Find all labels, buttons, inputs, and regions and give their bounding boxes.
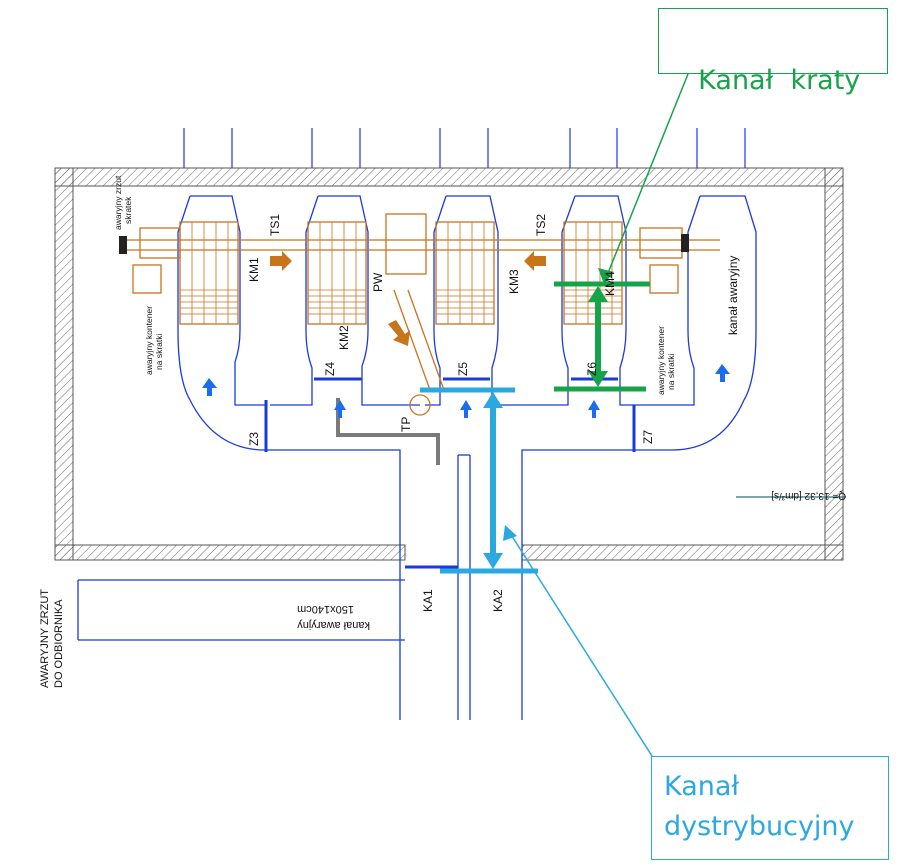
flow-arrows <box>202 364 730 418</box>
label-km1: KM1 <box>247 257 261 282</box>
gate-bars <box>264 377 636 569</box>
grate-channel-callout-text: Kanał kraty <box>698 65 861 96</box>
label-table-channel-2: 150x140cm <box>297 603 354 615</box>
label-container-left-1: awaryjny kontener <box>144 306 154 375</box>
grate-channel-marker <box>554 73 689 392</box>
cad-labels: KM1 KM2 KM3 KM4 TS1 TS2 PW TP Z3 Z4 Z5 Z… <box>39 175 846 688</box>
end-fittings <box>119 234 689 254</box>
label-z6: Z6 <box>585 362 599 376</box>
label-container-right-1: awaryjny kontener <box>656 326 666 395</box>
label-emergency-channel: kanał awaryjny <box>726 256 740 335</box>
distribution-channel-callout: Kanał dystrybucyjny <box>651 756 889 860</box>
label-table-channel-1: kanał awaryjny <box>297 619 370 631</box>
label-container-left-2: na skratki <box>154 334 164 370</box>
grate-channel-callout: Kanał kraty <box>658 8 888 96</box>
label-pw: PW <box>371 272 385 292</box>
distribution-channel-callout-line1: Kanał <box>664 771 740 802</box>
distribution-channel-callout-line2: dystrybucyjny <box>664 811 855 842</box>
channel-outlines <box>77 195 757 720</box>
label-outfall-2: DO ODBIORNIKA <box>53 599 65 688</box>
inflow-pipes <box>183 128 746 168</box>
label-container-right-2: na skratki <box>666 354 676 390</box>
label-ka1: KA1 <box>421 589 435 612</box>
label-ka2: KA2 <box>491 589 505 612</box>
label-z5: Z5 <box>456 362 470 376</box>
bypass-pipe <box>336 398 440 465</box>
label-z3: Z3 <box>247 432 261 446</box>
label-tp: TP <box>399 417 413 432</box>
grate-channel-arrowheads <box>588 268 614 387</box>
label-z7: Z7 <box>641 430 655 444</box>
label-outfall-1: AWARYJNY ZRZUT <box>39 589 51 688</box>
label-km2: KM2 <box>337 325 351 350</box>
distribution-channel-marker <box>420 387 653 757</box>
label-discharge-1: awaryjny zrzut <box>113 175 123 230</box>
building-walls <box>54 167 844 561</box>
label-ts1: TS1 <box>268 214 282 236</box>
label-z4: Z4 <box>323 362 337 376</box>
direction-arrows-brown <box>270 251 546 346</box>
distribution-channel-arrowheads <box>483 392 517 569</box>
label-discharge-2: skratek <box>123 196 133 224</box>
label-km4: KM4 <box>603 271 617 296</box>
label-km3: KM3 <box>507 269 521 294</box>
label-flow: Q= 13,32 [dm³/s] <box>771 490 846 501</box>
label-ts2: TS2 <box>534 214 548 236</box>
